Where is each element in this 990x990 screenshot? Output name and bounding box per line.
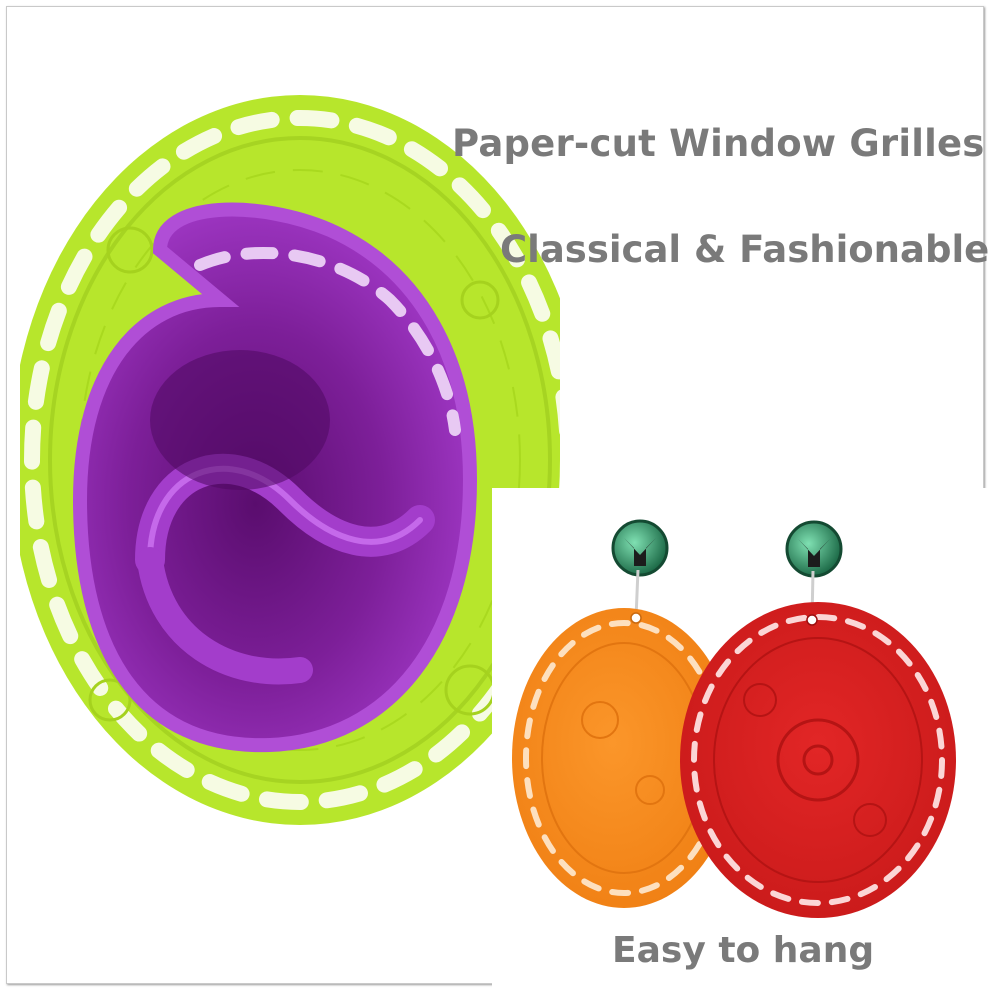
purple-mat — [72, 202, 478, 753]
orange-mat — [512, 608, 736, 908]
suction-hook-left — [611, 519, 669, 619]
red-mat — [680, 602, 956, 918]
caption-easy-hang: Easy to hang — [612, 930, 875, 971]
suction-hook-right — [785, 520, 843, 621]
caption-paper-cut: Paper-cut Window Grilles — [452, 122, 985, 165]
caption-classical: Classical & Fashionable — [500, 228, 990, 271]
